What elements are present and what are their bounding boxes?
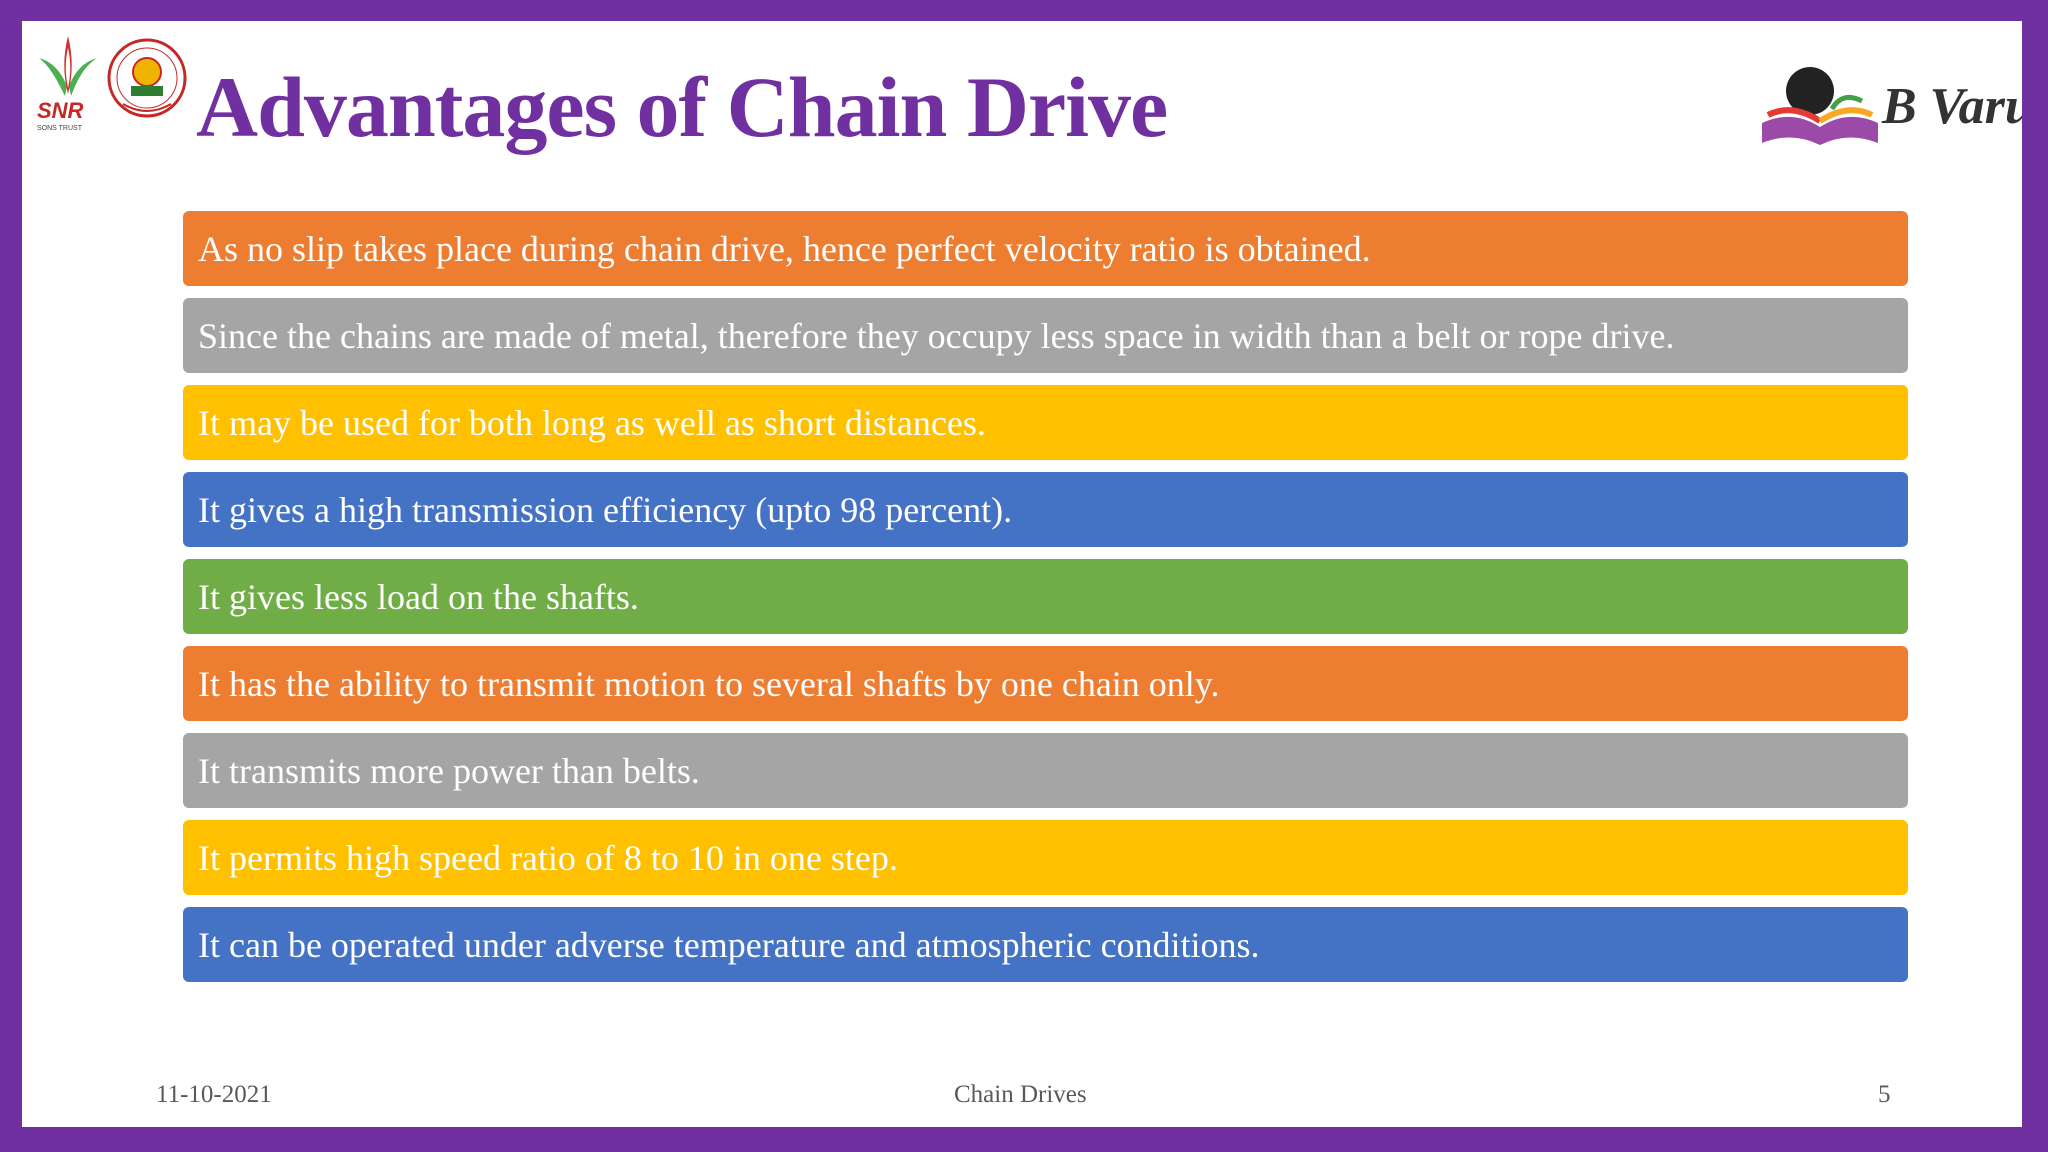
advantage-item: Since the chains are made of metal, ther… xyxy=(183,298,1908,373)
footer-topic: Chain Drives xyxy=(954,1081,1087,1108)
b-varun-logo: B Varu xyxy=(1762,67,2022,145)
advantage-item: It gives less load on the shafts. xyxy=(183,559,1908,634)
page-number: 5 xyxy=(1878,1081,1891,1108)
advantages-list: As no slip takes place during chain driv… xyxy=(183,211,1908,994)
advantage-item: As no slip takes place during chain driv… xyxy=(183,211,1908,286)
slide-title: Advantages of Chain Drive xyxy=(196,59,1168,155)
svg-text:B Varu: B Varu xyxy=(1881,78,2022,135)
svg-text:SONS TRUST: SONS TRUST xyxy=(37,125,83,132)
advantage-item: It can be operated under adverse tempera… xyxy=(183,907,1908,982)
advantage-item: It permits high speed ratio of 8 to 10 i… xyxy=(183,820,1908,895)
advantage-item: It gives a high transmission efficiency … xyxy=(183,472,1908,547)
institution-logo: SNR SONS TRUST xyxy=(37,36,187,132)
advantage-item: It transmits more power than belts. xyxy=(183,733,1908,808)
advantage-item: It has the ability to transmit motion to… xyxy=(183,646,1908,721)
svg-text:SNR: SNR xyxy=(37,98,84,123)
footer-date: 11-10-2021 xyxy=(156,1081,272,1108)
advantage-item: It may be used for both long as well as … xyxy=(183,385,1908,460)
slide: SNR SONS TRUST Advantages of Chain Drive… xyxy=(22,21,2022,1127)
